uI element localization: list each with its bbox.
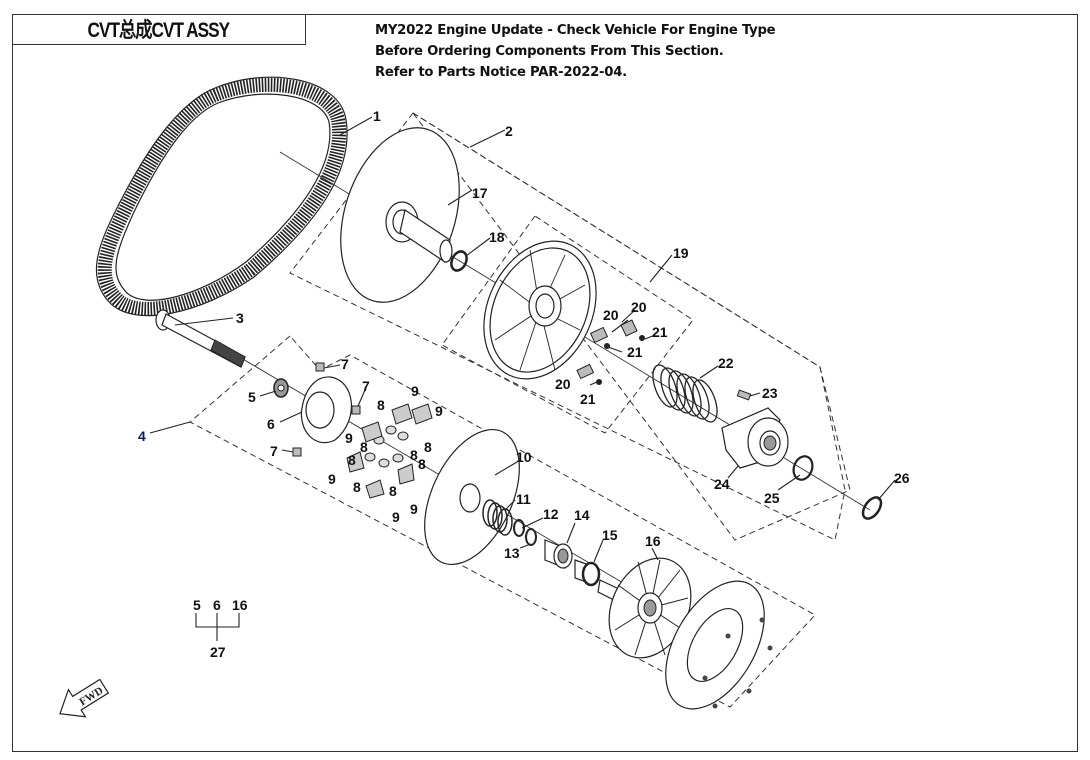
callout-1[interactable]: 1 bbox=[373, 108, 381, 124]
forward-direction-arrow: FWD bbox=[59, 678, 110, 718]
slider-20-a[interactable] bbox=[589, 326, 609, 344]
center-bolt[interactable] bbox=[155, 309, 246, 368]
callout-9b[interactable]: 9 bbox=[435, 403, 443, 419]
callout-17[interactable]: 17 bbox=[472, 185, 488, 201]
cover-plate[interactable] bbox=[645, 564, 784, 725]
key-23[interactable] bbox=[736, 389, 752, 401]
callout-26[interactable]: 26 bbox=[894, 470, 910, 486]
slider-20-c[interactable] bbox=[576, 363, 595, 380]
kit-item-5: 5 bbox=[193, 597, 201, 613]
callout-21c[interactable]: 21 bbox=[580, 391, 596, 407]
o-ring-12[interactable] bbox=[513, 519, 525, 537]
callout-3[interactable]: 3 bbox=[236, 310, 244, 326]
callout-20a[interactable]: 20 bbox=[603, 307, 619, 323]
callout-19[interactable]: 19 bbox=[673, 245, 689, 261]
callout-14[interactable]: 14 bbox=[574, 507, 590, 523]
callout-12[interactable]: 12 bbox=[543, 506, 559, 522]
drive-spring[interactable] bbox=[648, 362, 722, 425]
callout-4[interactable]: 4 bbox=[138, 428, 146, 444]
callout-8a[interactable]: 8 bbox=[377, 397, 385, 413]
o-ring-18[interactable] bbox=[448, 249, 469, 273]
callout-8f[interactable]: 8 bbox=[389, 483, 397, 499]
slider-shoes-9[interactable] bbox=[346, 403, 433, 499]
engine-update-notice: MY2022 Engine Update - Check Vehicle For… bbox=[375, 20, 776, 83]
washer-5[interactable] bbox=[273, 378, 289, 398]
callout-8d[interactable]: 8 bbox=[418, 456, 426, 472]
group-2-outline-right bbox=[412, 112, 851, 541]
callout-8g[interactable]: 8 bbox=[348, 452, 356, 468]
callout-8e[interactable]: 8 bbox=[353, 479, 361, 495]
callout-10[interactable]: 10 bbox=[516, 449, 532, 465]
callout-5[interactable]: 5 bbox=[248, 389, 256, 405]
o-ring-13[interactable] bbox=[525, 528, 537, 546]
leader-lines bbox=[149, 116, 896, 563]
callout-9f[interactable]: 9 bbox=[392, 509, 400, 525]
callout-23[interactable]: 23 bbox=[762, 385, 778, 401]
callout-7b[interactable]: 7 bbox=[362, 378, 370, 394]
kit-item-16: 16 bbox=[232, 597, 248, 613]
screw-21-c[interactable] bbox=[596, 379, 602, 385]
bearing-14[interactable] bbox=[544, 539, 573, 569]
callout-13[interactable]: 13 bbox=[504, 545, 520, 561]
movable-drive-sheave[interactable] bbox=[462, 223, 617, 397]
page-title: CVT总成CVT ASSY bbox=[87, 19, 231, 42]
callout-22[interactable]: 22 bbox=[718, 355, 734, 371]
callout-20b[interactable]: 20 bbox=[631, 299, 647, 315]
kit-item-6: 6 bbox=[213, 597, 221, 613]
callout-6[interactable]: 6 bbox=[267, 416, 275, 432]
cover-screws[interactable] bbox=[702, 617, 773, 709]
fixed-driven-sheave[interactable] bbox=[594, 545, 707, 671]
callout-9a[interactable]: 9 bbox=[411, 383, 419, 399]
group-2-outline bbox=[289, 112, 846, 541]
callout-9e[interactable]: 9 bbox=[410, 501, 418, 517]
callout-21a[interactable]: 21 bbox=[652, 324, 668, 340]
kit-number-27[interactable]: 27 bbox=[210, 644, 226, 660]
callout-8b[interactable]: 8 bbox=[424, 439, 432, 455]
notice-line-3: Refer to Parts Notice PAR-2022-04. bbox=[375, 65, 627, 80]
callout-24[interactable]: 24 bbox=[714, 476, 730, 492]
seal-15[interactable] bbox=[574, 559, 601, 587]
screw-21-a[interactable] bbox=[604, 343, 610, 349]
callout-7c[interactable]: 7 bbox=[270, 443, 278, 459]
callout-20c[interactable]: 20 bbox=[555, 376, 571, 392]
kit-bracket: 5 6 16 27 bbox=[193, 597, 248, 660]
notice-line-2: Before Ordering Components From This Sec… bbox=[375, 44, 724, 59]
screw-21-b[interactable] bbox=[639, 335, 645, 341]
callout-7a[interactable]: 7 bbox=[341, 356, 349, 372]
o-ring-26[interactable] bbox=[859, 494, 884, 522]
callout-18[interactable]: 18 bbox=[489, 229, 505, 245]
spring-11[interactable] bbox=[482, 499, 513, 536]
group-19-outline bbox=[441, 215, 694, 434]
callout-16[interactable]: 16 bbox=[645, 533, 661, 549]
cam-plate-6[interactable] bbox=[300, 376, 352, 444]
movable-driven-sheave[interactable] bbox=[405, 415, 538, 579]
callout-11[interactable]: 11 bbox=[516, 491, 531, 507]
callout-21b[interactable]: 21 bbox=[627, 344, 643, 360]
nut-7-b[interactable] bbox=[351, 405, 361, 415]
circlip-25[interactable] bbox=[790, 454, 815, 483]
drive-belt[interactable] bbox=[95, 76, 348, 317]
callout-9c[interactable]: 9 bbox=[345, 430, 353, 446]
slider-20-b[interactable] bbox=[620, 319, 638, 337]
callout-8h[interactable]: 8 bbox=[410, 447, 418, 463]
callout-2[interactable]: 2 bbox=[505, 123, 513, 139]
callout-8c[interactable]: 8 bbox=[360, 439, 368, 455]
callout-labels: 1 2 3 4 5 6 7 7 7 8 8 8 8 8 8 8 8 9 9 9 … bbox=[138, 108, 910, 561]
notice-line-1: MY2022 Engine Update - Check Vehicle For… bbox=[375, 23, 776, 38]
title-box: CVT总成CVT ASSY bbox=[12, 14, 306, 45]
nut-7-a[interactable] bbox=[315, 362, 325, 372]
callout-15[interactable]: 15 bbox=[602, 527, 618, 543]
cam-spider[interactable] bbox=[721, 407, 789, 469]
fixed-drive-sheave[interactable] bbox=[320, 112, 480, 317]
nut-7-c[interactable] bbox=[292, 447, 302, 457]
callout-9d[interactable]: 9 bbox=[328, 471, 336, 487]
callout-25[interactable]: 25 bbox=[764, 490, 780, 506]
diagram-frame bbox=[12, 14, 1078, 752]
